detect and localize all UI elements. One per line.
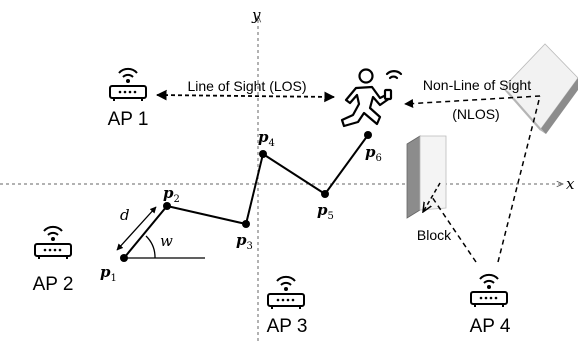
signal-links: Line of Sight (LOS) Non-Line of Sight (N… bbox=[155, 77, 541, 263]
nlos-label-line1: Non-Line of Sight bbox=[423, 77, 531, 93]
nlos-link-to-wall bbox=[497, 95, 541, 263]
trajectory-path bbox=[123, 134, 369, 259]
router-icon bbox=[267, 275, 305, 310]
block-label: Block bbox=[417, 227, 452, 243]
x-axis-label: x bbox=[566, 175, 575, 193]
ap-4: AP 4 bbox=[470, 273, 511, 337]
trajectory: p1 p2 p3 p4 p5 p6 bbox=[100, 128, 382, 284]
reflecting-wall bbox=[502, 43, 578, 134]
ap-label: AP 3 bbox=[267, 316, 308, 337]
axes: x y bbox=[0, 6, 575, 341]
step-length-arrow bbox=[116, 206, 157, 251]
walking-person-icon bbox=[340, 68, 403, 128]
point-label-p2: p2 bbox=[163, 184, 180, 205]
nlos-link-to-user bbox=[404, 95, 541, 109]
step-length-label: d bbox=[120, 206, 130, 224]
point-label-p3: p3 bbox=[236, 231, 253, 252]
router-icon bbox=[470, 273, 508, 308]
point-label-p4: p4 bbox=[258, 128, 275, 149]
point-p1 bbox=[120, 254, 128, 262]
point-label-p5: p5 bbox=[317, 201, 334, 222]
router-icon bbox=[109, 67, 147, 102]
point-p3 bbox=[242, 220, 250, 228]
point-label-p6: p6 bbox=[365, 143, 382, 164]
block-wall bbox=[406, 135, 447, 219]
los-label: Line of Sight (LOS) bbox=[187, 78, 306, 94]
step-annotation: d w bbox=[116, 206, 205, 259]
ap-label: AP 2 bbox=[33, 274, 74, 295]
heading-angle-label: w bbox=[160, 232, 173, 250]
point-p2 bbox=[163, 202, 171, 210]
point-p4 bbox=[259, 150, 267, 158]
ap-1: AP 1 bbox=[108, 67, 149, 130]
los-link bbox=[155, 89, 336, 103]
y-axis-label: y bbox=[251, 6, 261, 24]
nlos-label-line2: (NLOS) bbox=[452, 106, 499, 122]
ap-label: AP 1 bbox=[108, 109, 149, 130]
point-p5 bbox=[321, 190, 329, 198]
point-p6 bbox=[364, 131, 372, 139]
ap-label: AP 4 bbox=[470, 316, 511, 337]
router-icon bbox=[34, 225, 72, 260]
angle-arc bbox=[145, 235, 156, 259]
blocked-link bbox=[431, 196, 477, 263]
point-label-p1: p1 bbox=[100, 263, 117, 284]
ap-2: AP 2 bbox=[33, 225, 74, 295]
ap-3: AP 3 bbox=[267, 275, 308, 337]
block-arrow bbox=[423, 182, 441, 212]
